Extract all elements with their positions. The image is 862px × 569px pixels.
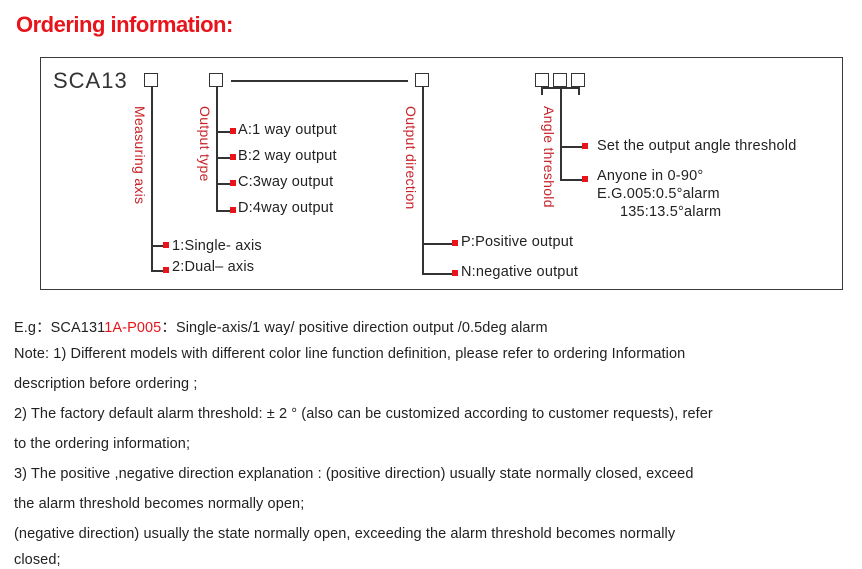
branch-angle-range	[560, 179, 584, 181]
bullet-output-type-d	[230, 207, 236, 213]
option-angle-set: Set the output angle threshold	[597, 138, 797, 154]
note-line-1: Note: 1) Different models with different…	[14, 346, 686, 362]
option-output-type-d: D:4way output	[238, 200, 334, 216]
note-line-3: 2) The factory default alarm threshold: …	[14, 406, 713, 422]
angle-bracket-right	[578, 87, 580, 95]
example-prefix: E.g：SCA131	[14, 320, 105, 336]
bullet-measuring-axis-1	[163, 242, 169, 248]
branch-output-direction-n	[422, 273, 454, 275]
option-measuring-axis-2: 2:Dual– axis	[172, 259, 255, 275]
branch-output-direction-p	[422, 243, 454, 245]
option-output-direction-p: P:Positive output	[461, 234, 574, 250]
label-angle-threshold: Angle threshold	[541, 106, 557, 208]
note-line-4: to the ordering information;	[14, 436, 191, 452]
bullet-angle-range	[582, 176, 588, 182]
bullet-output-direction-n	[452, 270, 458, 276]
branch-angle-set	[560, 146, 584, 148]
example-highlight: 1A-P005	[104, 320, 162, 336]
note-line-6: the alarm threshold becomes normally ope…	[14, 496, 305, 512]
branch-measuring-axis-2	[151, 270, 165, 272]
code-separator-line	[231, 80, 408, 82]
note-line-8: closed;	[14, 552, 61, 568]
example-angle-1: E.G.005:0.5°alarm	[597, 186, 720, 202]
model-code: SCA13	[53, 68, 128, 93]
angle-bracket-left	[541, 87, 543, 95]
stem-output-direction	[422, 87, 424, 273]
option-output-type-c: C:3way output	[238, 174, 334, 190]
code-box-angle-3	[571, 73, 585, 87]
option-measuring-axis-1: 1:Single- axis	[172, 238, 262, 254]
example-angle-2: 135:13.5°alarm	[620, 204, 722, 220]
stem-output-type	[216, 87, 218, 211]
option-output-type-b: B:2 way output	[238, 148, 337, 164]
stem-angle-threshold	[560, 87, 562, 180]
code-box-output-direction	[415, 73, 429, 87]
label-output-direction: Output direction	[403, 106, 419, 210]
example-line: E.g：SCA1311A-P005：Single-axis/1 way/ pos…	[14, 316, 548, 337]
branch-output-type-c	[216, 183, 232, 185]
note-line-5: 3) The positive ,negative direction expl…	[14, 466, 694, 482]
option-angle-range: Anyone in 0-90°	[597, 168, 704, 184]
stem-measuring-axis	[151, 87, 153, 271]
branch-output-type-b	[216, 157, 232, 159]
ordering-diagram-frame	[40, 57, 843, 290]
option-output-type-a: A:1 way output	[238, 122, 337, 138]
bullet-output-direction-p	[452, 240, 458, 246]
code-box-output-type	[209, 73, 223, 87]
option-output-direction-n: N:negative output	[461, 264, 579, 280]
label-measuring-axis: Measuring axis	[132, 106, 148, 205]
label-output-type: Output type	[197, 106, 213, 182]
branch-output-type-d	[216, 210, 232, 212]
code-box-measuring-axis	[144, 73, 158, 87]
note-line-7: (negative direction) usually the state n…	[14, 526, 676, 542]
page-title: Ordering information:	[16, 12, 233, 37]
angle-bracket-line	[541, 87, 579, 89]
bullet-output-type-b	[230, 154, 236, 160]
branch-output-type-a	[216, 131, 232, 133]
branch-measuring-axis-1	[151, 245, 165, 247]
bullet-output-type-a	[230, 128, 236, 134]
bullet-angle-set	[582, 143, 588, 149]
example-suffix: ：Single-axis/1 way/ positive direction o…	[161, 320, 548, 336]
note-line-2: description before ordering ;	[14, 376, 198, 392]
bullet-measuring-axis-2	[163, 267, 169, 273]
code-box-angle-2	[553, 73, 567, 87]
bullet-output-type-c	[230, 180, 236, 186]
code-box-angle-1	[535, 73, 549, 87]
